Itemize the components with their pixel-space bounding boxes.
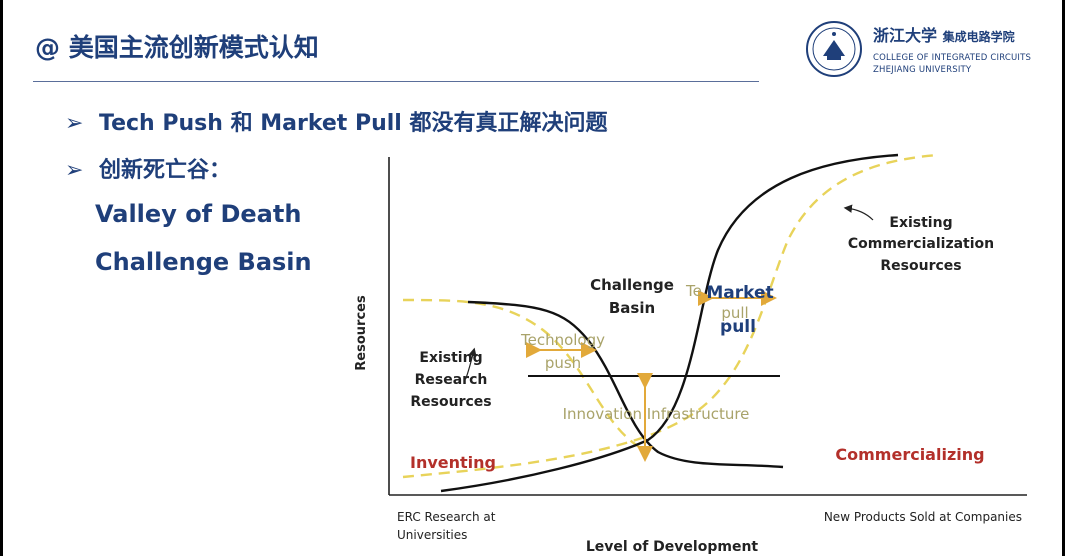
existing-research-line1: Existing [419, 350, 482, 366]
x-left-label-line1: ERC Research at [397, 510, 496, 524]
commercial-callout-arrow [843, 204, 874, 221]
technology-push-line2: push [545, 354, 581, 372]
commercial-resources-dashed-curve [402, 153, 939, 479]
research-callout-arrow [465, 347, 477, 379]
subline-valley-of-death: Valley of Death [95, 200, 302, 228]
commercializing-label: Commercializing [835, 445, 984, 464]
commercialization-curve [440, 153, 899, 493]
college-name-en: COLLEGE OF INTEGRATED CIRCUITS [873, 53, 1032, 63]
bullet-arrow-icon: ➢ [65, 111, 84, 136]
research-resources-curve [467, 300, 784, 469]
existing-commercial-line2: Commercialization [848, 236, 994, 252]
university-seal-icon [806, 21, 862, 77]
y-axis-label: Resources [354, 295, 369, 371]
x-left-label-line2: Universities [397, 528, 467, 542]
bullet-item: ➢ Tech Push 和 Market Pull 都没有真正解决问题 [65, 105, 607, 137]
existing-research-line3: Resources [410, 394, 491, 410]
technology-push-line1: Technology [520, 331, 605, 349]
university-name-cn: 浙江大学 集成电路学院 [873, 22, 1015, 46]
existing-research-line2: Research [415, 372, 488, 388]
market-pull-line1: Market [706, 283, 773, 303]
title-divider [33, 81, 759, 82]
x-right-label: New Products Sold at Companies [824, 510, 1022, 524]
slide-title: @ 美国主流创新模式认知 [35, 33, 319, 62]
x-axis-label: Level of Development [586, 539, 759, 555]
market-pull-line2: pull [720, 317, 756, 337]
inventing-label: Inventing [410, 453, 496, 472]
bullet-text: 创新死亡谷： [99, 158, 232, 183]
challenge-basin-line1: Challenge [590, 276, 674, 294]
bullet-item: ➢ 创新死亡谷： [65, 152, 231, 184]
slide: @ 美国主流创新模式认知 浙江大学 集成电路学院 COLLEGE OF INTE… [3, 0, 1062, 556]
university-logo: 浙江大学 集成电路学院 COLLEGE OF INTEGRATED CIRCUI… [805, 20, 1035, 80]
innovation-infrastructure-label: Innovation Infrastructure [563, 405, 750, 423]
market-pull-faded-pull: pull [721, 304, 748, 322]
university-name-en: ZHEJIANG UNIVERSITY [873, 65, 972, 75]
bullet-arrow-icon: ➢ [65, 158, 84, 183]
research-resources-dashed-curve [402, 298, 646, 452]
valley-of-death-diagram: Resources Level of Development ERC Resea… [354, 153, 1027, 555]
bullet-text: Tech Push 和 Market Pull 都没有真正解决问题 [99, 111, 608, 136]
existing-commercial-line3: Resources [880, 258, 961, 274]
college-name-cn: 集成电路学院 [942, 30, 1015, 44]
challenge-basin-line2: Basin [609, 299, 655, 317]
market-pull-faded-te: Te [685, 282, 702, 300]
existing-commercial-line1: Existing [889, 215, 952, 231]
subline-challenge-basin: Challenge Basin [95, 248, 312, 276]
university-name-cn-text: 浙江大学 [873, 26, 938, 45]
